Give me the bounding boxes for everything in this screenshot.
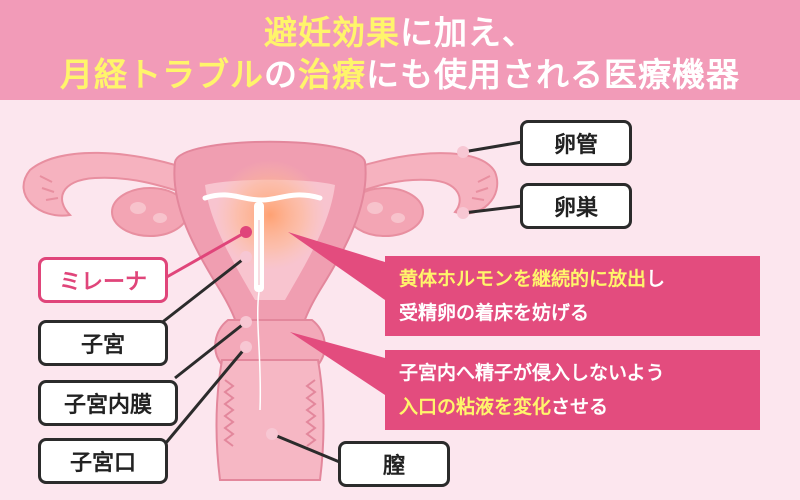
- label-mirena: ミレーナ: [38, 257, 168, 303]
- leader-fallopian-tube: [462, 140, 523, 154]
- label-vagina: 膣: [338, 441, 450, 487]
- text-segment: にも使用される医療機器: [366, 55, 740, 94]
- hormone-effect-box: 黄体ホルモンを継続的に放出し 受精卵の着床を妨げる: [385, 256, 760, 336]
- title-line-2: 月経トラブルの治療にも使用される医療機器: [0, 48, 800, 96]
- leader-cervix: [158, 346, 248, 451]
- hormone-glow: [215, 160, 325, 270]
- text-segment: し: [646, 268, 666, 290]
- leader-vagina: [271, 432, 343, 465]
- hormone-effect-line-1: 黄体ホルモンを継続的に放出し: [399, 262, 746, 296]
- hormone-effect-line-2: 受精卵の着床を妨げる: [399, 296, 746, 330]
- label-cervix: 子宮口: [38, 438, 168, 484]
- text-segment: させる: [551, 396, 609, 418]
- hormone-callout: [288, 232, 385, 300]
- leader-mirena: [164, 230, 247, 280]
- label-ovary: 卵巣: [520, 183, 632, 229]
- leader-ovary: [462, 204, 523, 215]
- leader-endometrium: [174, 320, 247, 380]
- highlighted-text: 月経トラブル: [60, 55, 264, 94]
- vagina: [215, 359, 325, 481]
- highlighted-text: 治療: [298, 55, 366, 94]
- title-banner: [0, 0, 800, 100]
- mucus-effect-line-1: 子宮内へ精子が侵入しないよう: [399, 356, 746, 390]
- text-segment: 受精卵の着床を妨げる: [399, 302, 590, 324]
- mucus-callout: [290, 332, 385, 395]
- label-endometrium: 子宮内膜: [38, 380, 178, 426]
- mucus-effect-line-2: 入口の粘液を変化させる: [399, 390, 746, 424]
- highlighted-text: 入口の粘液を変化: [399, 396, 552, 418]
- text-segment: 子宮内へ精子が侵入しないよう: [399, 362, 665, 384]
- mirena-device: [202, 192, 323, 411]
- mucus-effect-box: 子宮内へ精子が侵入しないよう 入口の粘液を変化させる: [385, 350, 760, 430]
- leader-uterus: [159, 255, 247, 326]
- highlighted-text: 避妊効果: [264, 13, 400, 52]
- label-uterus: 子宮: [38, 320, 168, 366]
- text-segment: に加え、: [400, 13, 536, 52]
- label-fallopian-tube: 卵管: [520, 120, 632, 166]
- left-fallopian-tube: [22, 151, 192, 217]
- title-line-1: 避妊効果に加え、: [0, 6, 800, 54]
- text-segment: の: [264, 55, 298, 94]
- highlighted-text: 黄体ホルモンを継続的に放出: [399, 268, 647, 290]
